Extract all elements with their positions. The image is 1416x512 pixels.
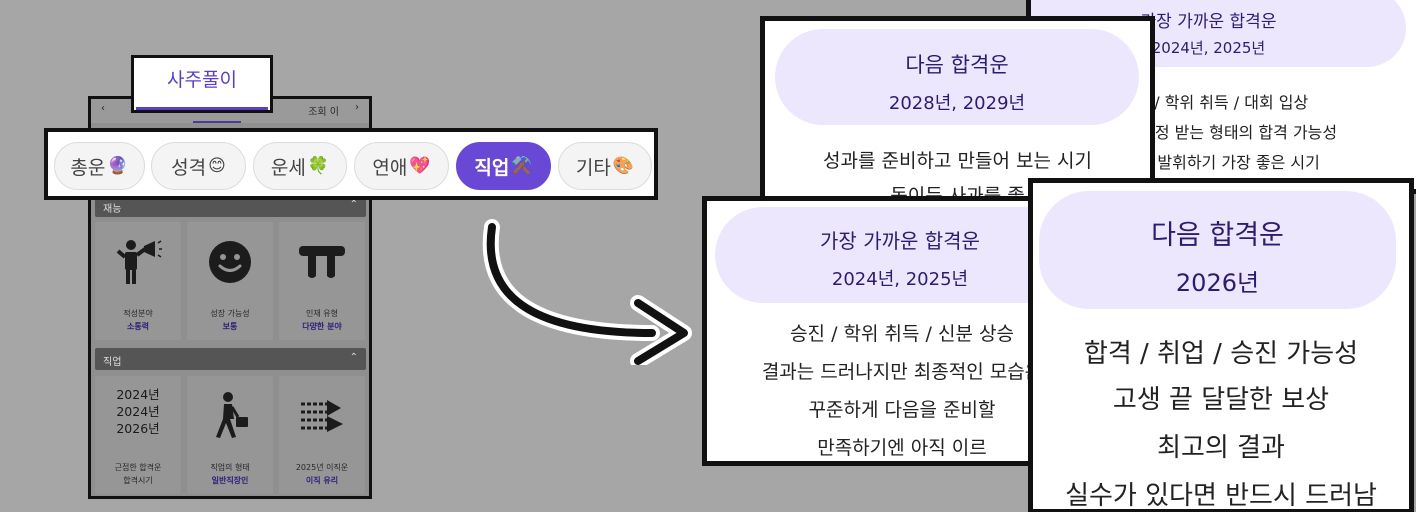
tab-active-underline — [136, 107, 268, 110]
walking-briefcase-icon — [187, 386, 273, 446]
result-title: 다음 합격운 — [905, 53, 1009, 77]
result-heading-pill: 다음 합격운 2028년, 2029년 — [775, 29, 1139, 125]
job-card-type[interactable]: 직업의 형태 일반직장인 — [187, 376, 273, 494]
category-tab-bar: 총운🔮 성격😊 운세🍀 연애💖 직업⚒️ 기타🎨 — [44, 128, 658, 200]
curved-arrow-icon — [482, 219, 692, 365]
card-value: 합격시기 — [123, 476, 153, 485]
result-line: 최고의 결과 — [1157, 433, 1285, 463]
smiley-icon: 😊 — [208, 156, 226, 176]
year-item: 2026년 — [116, 421, 160, 436]
card-label: 성장 가능성 — [210, 309, 250, 318]
card-label: 적성분야 — [123, 309, 153, 318]
card-label: 인재 유형 — [306, 309, 338, 318]
talent-card-growth[interactable]: 성장 가능성 보통 — [187, 222, 273, 340]
job-card-pass-years[interactable]: 2024년 2024년 2026년 근접한 합격운 합격시기 — [95, 376, 181, 494]
crystal-ball-icon: 🔮 — [107, 156, 129, 176]
card-label: 직업의 형태 — [210, 463, 250, 472]
result-title: 다음 합격운 — [1151, 220, 1284, 251]
chip-label: 총운 — [70, 156, 106, 179]
chip-label: 성격 — [171, 156, 207, 179]
section-header-job[interactable]: 직업 ⌃ — [95, 348, 366, 370]
year-item: 2024년 — [116, 404, 160, 419]
result-years: 2028년, 2029년 — [888, 93, 1026, 114]
section-title: 재능 — [103, 204, 122, 215]
chip-label: 연애 — [372, 156, 408, 179]
result-panel-front: 다음 합격운 2026년 합격 / 취업 / 승진 가능성 고생 끝 달달한 보… — [1028, 178, 1414, 512]
result-title: 가장 가까운 합격운 — [1140, 12, 1277, 32]
category-chip-personality[interactable]: 성격😊 — [151, 142, 246, 190]
card-label: 근접한 합격운 — [114, 463, 162, 472]
tab-label-text: 사주풀이 — [167, 69, 237, 91]
card-value: 다양한 분야 — [302, 322, 342, 331]
year-item: 2024년 — [116, 387, 160, 402]
result-line: 꾸준하게 다음을 준비할 — [808, 399, 996, 421]
result-line: 승진 / 학위 취득 / 신분 상승 — [790, 323, 1014, 345]
section-header-talent[interactable]: 재능 ⌃ — [95, 195, 366, 217]
chip-label: 운세 — [270, 156, 306, 179]
card-value: 소통력 — [126, 322, 150, 331]
chip-label: 직업 — [474, 156, 510, 179]
section-title: 직업 — [103, 357, 122, 368]
result-years: 2026년 — [1175, 269, 1260, 297]
nav-right-label[interactable]: 조회 이 — [308, 107, 339, 118]
card-value: 보통 — [222, 322, 238, 331]
nav-forward-arrow[interactable]: › — [355, 102, 359, 113]
result-panel-back-left: 다음 합격운 2028년, 2029년 성과를 준비하고 만들어 보는 시기 돋… — [760, 16, 1155, 206]
smiley-face-icon — [187, 232, 273, 292]
result-heading-pill: 가장 가까운 합격운 2024년, 2025년 — [715, 207, 1085, 303]
result-line: 실력을 발휘하기 가장 좋은 시기 — [1108, 153, 1320, 172]
pass-years-list: 2024년 2024년 2026년 — [95, 386, 181, 437]
heart-icon: 💖 — [409, 156, 431, 176]
result-years: 2024년, 2025년 — [831, 269, 969, 290]
card-value: 일반직장인 — [211, 476, 249, 485]
nav-back-arrow[interactable]: ‹ — [101, 103, 105, 114]
result-line: 만족하기엔 아직 이르 — [817, 437, 987, 459]
megaphone-person-icon — [95, 232, 181, 292]
chevron-up-icon: ⌃ — [349, 199, 358, 210]
result-title: 가장 가까운 합격운 — [820, 229, 980, 253]
result-line: 결과는 드러나지만 최종적인 모습은 — [761, 361, 1043, 383]
card-value: 이직 유리 — [305, 476, 339, 485]
chip-label: 기타 — [575, 156, 611, 179]
talent-card-aptitude[interactable]: 적성분야 소통력 — [95, 222, 181, 340]
fast-arrows-icon — [279, 386, 365, 446]
pi-symbol-icon — [279, 232, 365, 292]
result-line: 고생 끝 달달한 보상 — [1112, 385, 1330, 415]
category-chip-overall[interactable]: 총운🔮 — [54, 142, 145, 190]
job-card-change[interactable]: 2025년 이직운 이직 유리 — [279, 376, 365, 494]
chevron-up-icon: ⌃ — [349, 352, 358, 363]
result-line: 합격 / 취업 / 승진 가능성 — [1083, 339, 1359, 369]
result-line: 성과를 준비하고 만들어 보는 시기 — [823, 150, 1092, 172]
result-heading-pill: 다음 합격운 2026년 — [1039, 191, 1396, 309]
category-chip-career[interactable]: 직업⚒️ — [456, 142, 551, 190]
result-line: 실수가 있다면 반드시 드러남 — [1065, 481, 1377, 511]
category-chip-fortune[interactable]: 운세🍀 — [253, 142, 347, 190]
card-label: 2025년 이직운 — [295, 463, 349, 472]
nav-active-underline — [193, 121, 241, 123]
clover-icon: 🍀 — [307, 156, 330, 176]
category-chip-other[interactable]: 기타🎨 — [558, 142, 652, 190]
talent-card-type[interactable]: 인재 유형 다양한 분야 — [279, 222, 365, 340]
tab-saju-reading[interactable]: 사주풀이 — [131, 55, 273, 113]
category-chip-love[interactable]: 연애💖 — [354, 142, 449, 190]
result-years: 2024년, 2025년 — [1151, 39, 1266, 57]
tools-icon: ⚒️ — [511, 156, 533, 176]
result-line: 승진 / 학위 취득 / 대회 입상 — [1119, 93, 1309, 112]
palette-icon: 🎨 — [612, 156, 635, 176]
